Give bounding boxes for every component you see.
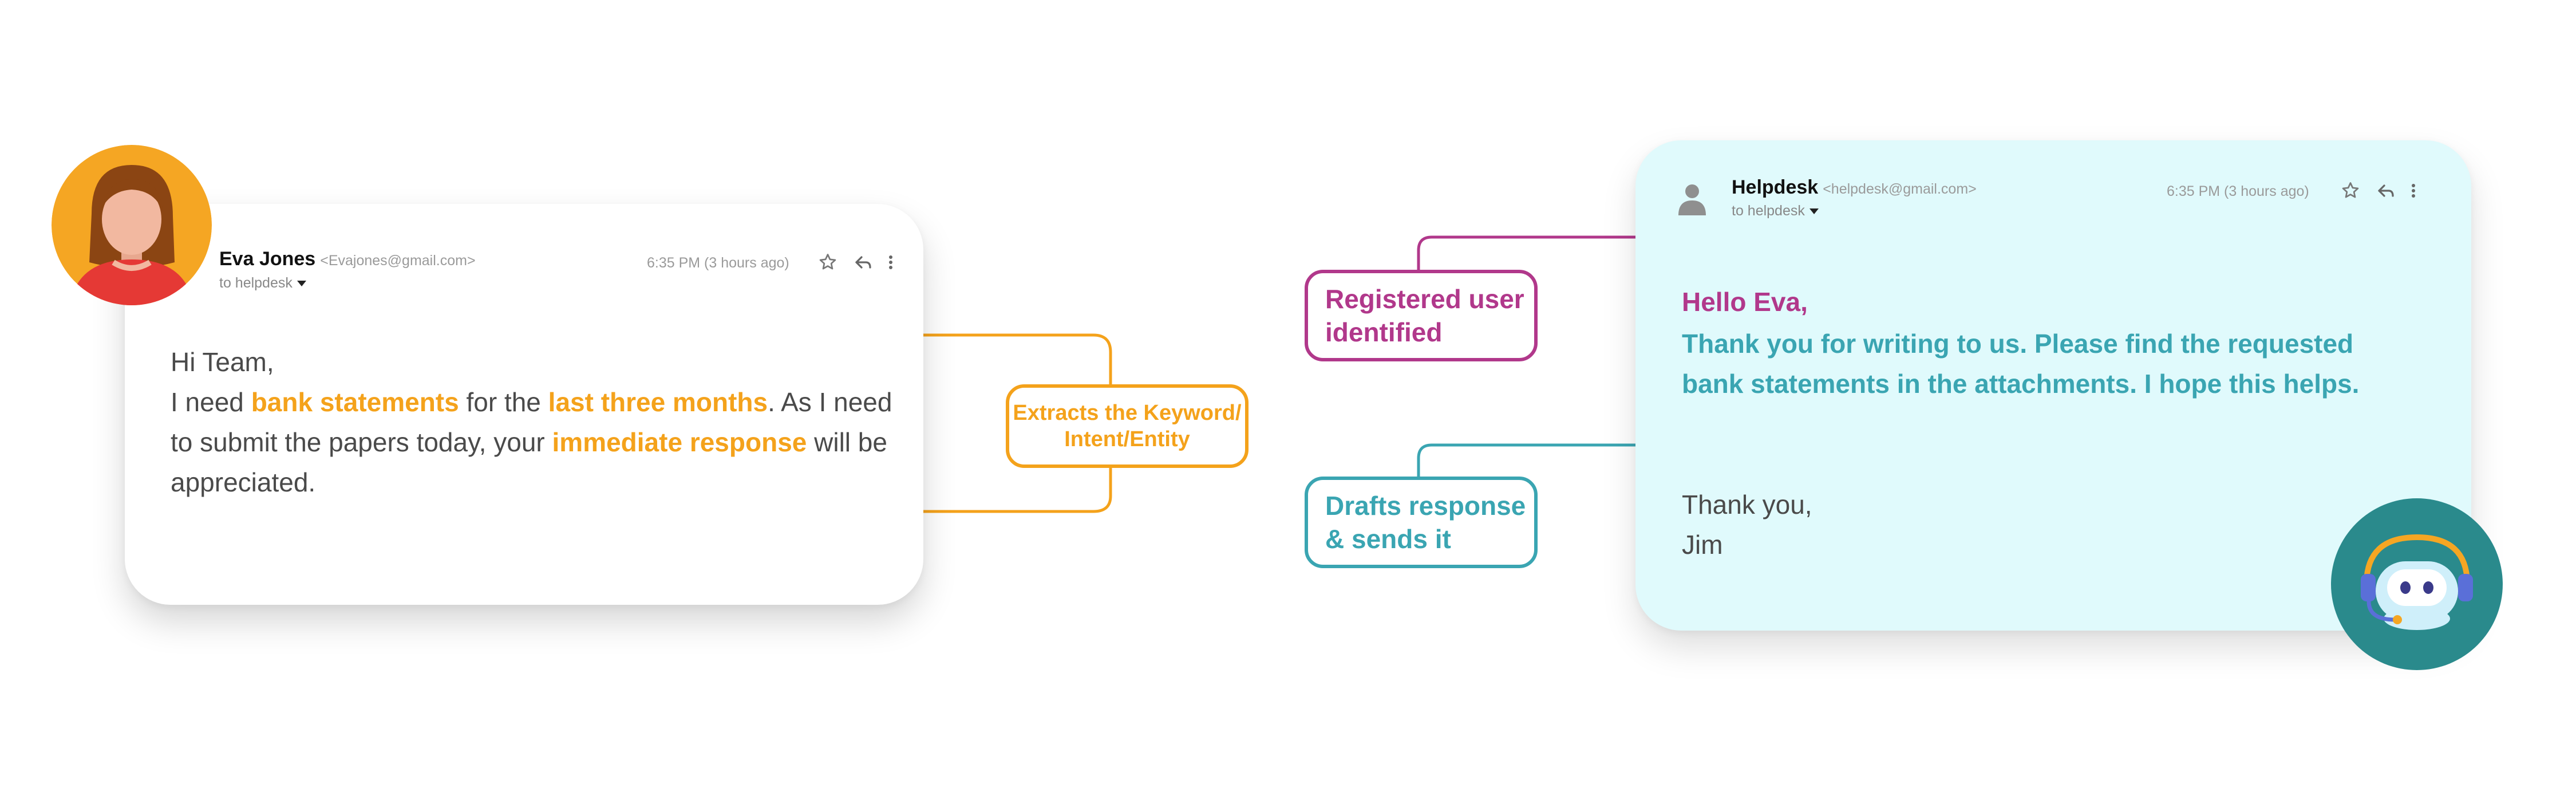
signature-text: Jim (1682, 530, 1723, 560)
right-sender-name: Helpdesk (1732, 176, 1819, 198)
left-greeting: Hi Team, (171, 347, 274, 377)
more-vertical-icon[interactable] (2408, 180, 2419, 201)
chevron-down-icon[interactable] (1809, 208, 1819, 215)
drafts-label-line-1: Drafts response (1325, 491, 1526, 521)
body-text-4: will be appreciated. (171, 427, 887, 497)
left-to-line[interactable]: to helpdesk (219, 275, 306, 292)
keyword-last-three-months: last three months (548, 387, 768, 417)
right-greeting: Hello Eva, (1682, 287, 1808, 317)
left-to-label: to helpdesk (219, 275, 293, 291)
extract-keyword-label: Extracts the Keyword/ Intent/Entity (1006, 384, 1249, 468)
drafts-label-line-2: & sends it (1325, 524, 1451, 554)
more-vertical-icon[interactable] (885, 252, 896, 273)
reply-email-card (1635, 140, 2471, 631)
closing-text: Thank you, (1682, 490, 1812, 519)
response-text: Thank you for writing to us. Please find… (1682, 329, 2360, 399)
right-to-label: to helpdesk (1732, 203, 1805, 219)
keyword-immediate-response: immediate response (552, 427, 807, 457)
right-time: 6:35 PM (3 hours ago) (2167, 183, 2309, 199)
right-sender-email: <helpdesk@gmail.com> (1823, 181, 1977, 197)
extract-label-line-2: Intent/Entity (1064, 427, 1190, 451)
star-icon[interactable] (2340, 180, 2361, 201)
body-text-2: for the (459, 387, 548, 417)
left-sender-email: <Evajones@gmail.com> (320, 253, 476, 269)
body-text-3: . As I need to submit the papers today, … (171, 387, 892, 457)
left-time: 6:35 PM (3 hours ago) (647, 255, 789, 271)
registered-label-line-1: Registered user (1325, 284, 1524, 314)
support-bot-icon (2331, 498, 2503, 670)
reply-icon[interactable] (2376, 180, 2396, 201)
registered-label-line-2: identified (1325, 317, 1443, 347)
keyword-bank-statements: bank statements (251, 387, 459, 417)
body-text-1: I need (171, 387, 251, 417)
reply-icon[interactable] (853, 252, 874, 273)
incoming-email-card (125, 204, 923, 605)
eva-avatar (52, 145, 212, 305)
left-sender-name: Eva Jones (219, 248, 316, 270)
star-icon[interactable] (817, 252, 838, 273)
left-sender-line: Eva Jones<Evajones@gmail.com> (219, 248, 476, 270)
extract-label-line-1: Extracts the Keyword/ (1013, 401, 1242, 425)
person-silhouette-icon (1678, 184, 1706, 215)
drafts-response-label: Drafts response & sends it (1305, 477, 1538, 568)
right-to-line[interactable]: to helpdesk (1732, 203, 1819, 219)
right-sender-line: Helpdesk<helpdesk@gmail.com> (1732, 176, 1977, 199)
chevron-down-icon[interactable] (297, 281, 306, 287)
registered-user-label: Registered user identified (1305, 270, 1538, 361)
left-email-body: I need bank statements for the last thre… (171, 382, 915, 502)
